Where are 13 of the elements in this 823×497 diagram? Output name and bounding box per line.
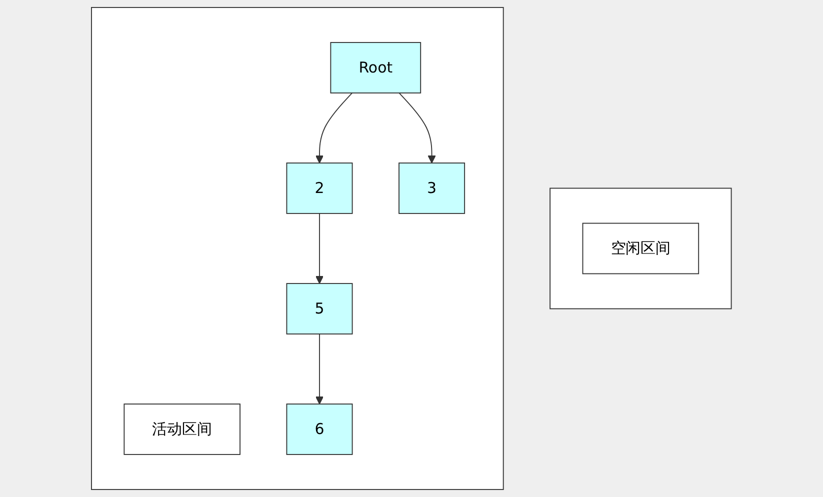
node-box: 5 bbox=[286, 283, 353, 334]
node-box: 空闲区间 bbox=[582, 222, 700, 274]
node-box: 6 bbox=[286, 404, 353, 455]
cluster bbox=[550, 188, 732, 310]
arrow bbox=[316, 213, 324, 284]
cluster bbox=[91, 7, 504, 490]
arrow bbox=[316, 92, 353, 164]
arrow bbox=[398, 92, 436, 164]
node-box: 2 bbox=[286, 162, 353, 214]
node-box: 活动区间 bbox=[124, 404, 241, 455]
node-box: Root bbox=[330, 42, 422, 94]
arrow bbox=[316, 334, 324, 404]
node-box: 3 bbox=[398, 162, 466, 214]
